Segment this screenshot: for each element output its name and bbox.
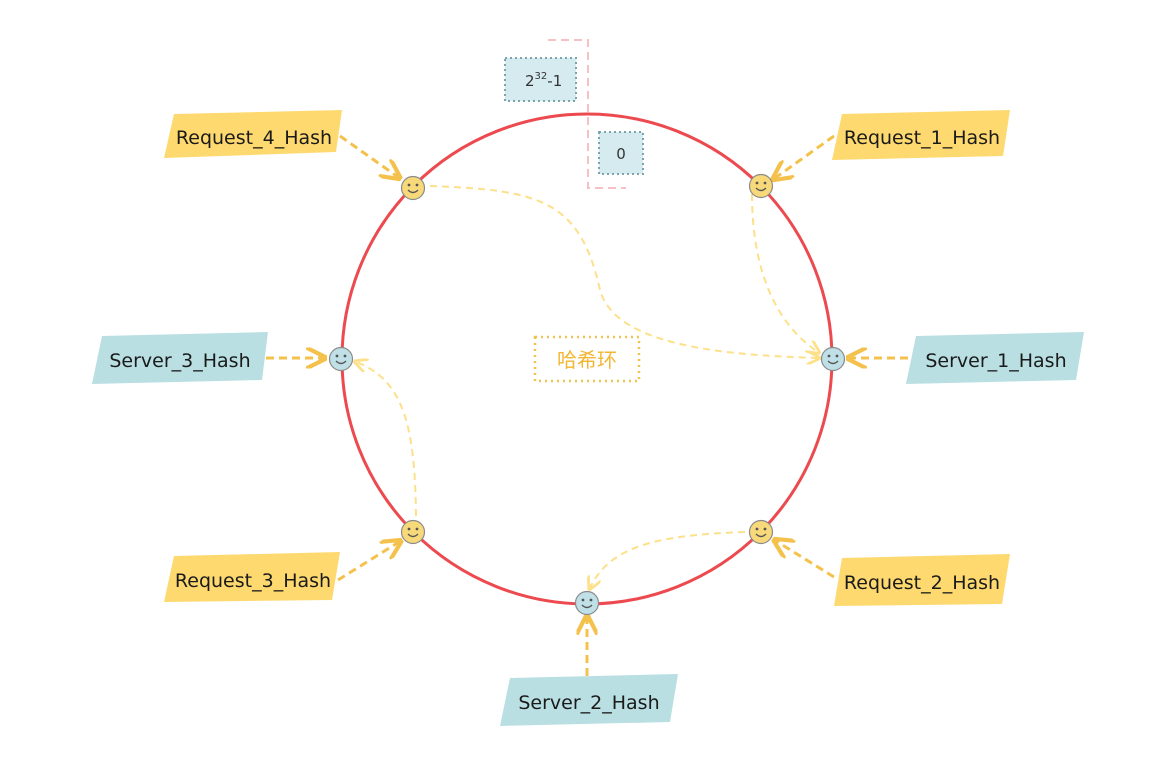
smiley-face-icon	[574, 590, 600, 616]
smiley-face-icon	[748, 173, 774, 199]
server-tag-shape	[500, 674, 678, 726]
hash-arrow-request-2	[776, 541, 835, 579]
hash-arrow-request-1	[775, 134, 835, 178]
left-eye	[407, 527, 411, 531]
server-tag-3: Server_3_Hash	[92, 332, 268, 384]
server-tag-label: Server_3_Hash	[109, 350, 250, 372]
left-eye	[581, 598, 585, 602]
hash-arrows	[266, 134, 908, 676]
server-tag-label: Server_1_Hash	[925, 350, 1066, 372]
smile-mouth	[335, 360, 347, 365]
right-eye	[763, 527, 767, 531]
request-tag-label: Request_3_Hash	[175, 570, 331, 592]
right-eye	[415, 527, 419, 531]
server-node-1	[820, 346, 846, 372]
left-eye	[407, 183, 411, 187]
smile-mouth	[755, 533, 767, 538]
left-eye	[755, 181, 759, 185]
request-node-2	[748, 519, 774, 545]
left-eye	[827, 354, 831, 358]
request-tag-shape	[832, 110, 1010, 160]
max-value-box	[504, 57, 577, 102]
hash-ring-title: 哈希环	[557, 348, 617, 372]
assignment-curve-request-4	[429, 185, 818, 358]
left-eye	[335, 354, 339, 358]
server-node-2	[574, 590, 600, 616]
hash-arrow-request-4	[339, 134, 398, 177]
request-tag-shape	[834, 554, 1010, 606]
request-tag-4: Request_4_Hash	[164, 110, 342, 158]
server-node-3	[328, 346, 354, 372]
smiley-face-icon	[328, 346, 354, 372]
request-tag-3: Request_3_Hash	[164, 552, 340, 602]
smile-mouth	[407, 189, 419, 194]
request-node-1	[748, 173, 774, 199]
assignment-curve-request-2	[590, 531, 746, 588]
smiley-face-icon	[748, 519, 774, 545]
hash-arrow-request-3	[337, 542, 399, 582]
server-tag-label: Server_2_Hash	[518, 692, 659, 714]
request-tag-label: Request_1_Hash	[844, 127, 1000, 149]
server-tag-shape	[92, 332, 268, 384]
left-eye	[755, 527, 759, 531]
smiley-face-icon	[400, 175, 426, 201]
assignment-curve-request-3	[356, 362, 417, 517]
smile-mouth	[827, 360, 839, 365]
request-node-4	[400, 175, 426, 201]
right-eye	[343, 354, 347, 358]
smile-mouth	[407, 533, 419, 538]
assignment-curves	[356, 185, 818, 588]
server-tag-1: Server_1_Hash	[906, 332, 1084, 384]
request-tag-1: Request_1_Hash	[832, 110, 1010, 160]
request-tag-shape	[164, 552, 340, 602]
max-value-label: 232-1	[525, 71, 562, 90]
server-tag-shape	[906, 332, 1084, 384]
right-eye	[415, 183, 419, 187]
zero-value-box	[598, 131, 644, 175]
zero-value-label: 0	[616, 145, 626, 163]
request-node-3	[400, 519, 426, 545]
request-tag-label: Request_4_Hash	[176, 127, 332, 149]
center-label-box	[533, 335, 641, 383]
assignment-curve-request-1	[751, 193, 818, 352]
right-eye	[589, 598, 593, 602]
range-marker: 232-1 0	[504, 39, 644, 189]
server-tag-2: Server_2_Hash	[500, 674, 678, 726]
range-boundary-line	[548, 39, 626, 189]
smile-mouth	[581, 604, 593, 609]
right-eye	[763, 181, 767, 185]
smiley-face-icon	[400, 519, 426, 545]
smiley-face-icon	[820, 346, 846, 372]
request-tag-2: Request_2_Hash	[834, 554, 1010, 606]
smile-mouth	[755, 187, 767, 192]
request-tag-label: Request_2_Hash	[844, 572, 1000, 594]
right-eye	[835, 354, 839, 358]
request-tag-shape	[164, 110, 342, 158]
